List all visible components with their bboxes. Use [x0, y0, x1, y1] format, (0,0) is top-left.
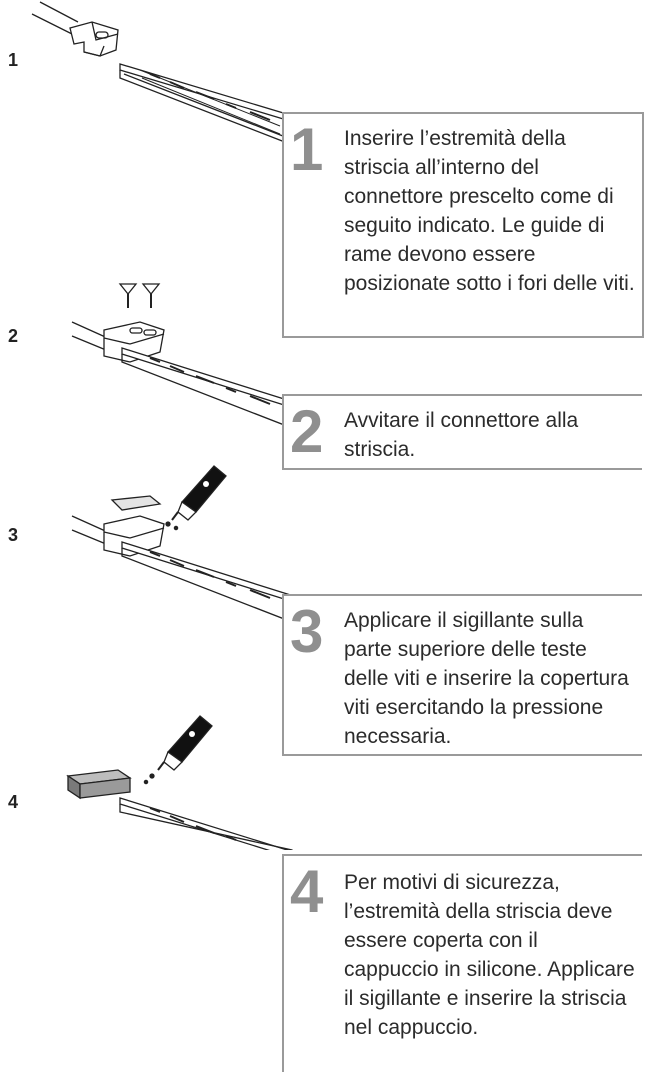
- screw-icon: [118, 283, 161, 308]
- step-3-card: 3 Applicare il sigillante sulla parte su…: [282, 594, 642, 756]
- step-4-label: 4: [8, 792, 19, 812]
- step-4-card: 4 Per motivi di sicurezza, l’estremità d…: [282, 854, 642, 1072]
- step-4-text: Per motivi di sicurezza, l’estremità del…: [344, 871, 635, 1039]
- silicone-cap-icon: [66, 769, 132, 800]
- step-2-card: 2 Avvitare il connettore alla striscia.: [282, 394, 642, 470]
- step-2-label: 2: [8, 326, 19, 346]
- step-3-label: 3: [8, 525, 19, 545]
- step-2-number: 2: [290, 398, 324, 465]
- step-2-text: Avvitare il connettore alla striscia.: [344, 409, 579, 461]
- step-3-number: 3: [290, 598, 324, 665]
- step-3-illustration: [71, 465, 301, 623]
- step-1-illustration: [31, 1, 301, 145]
- step-1-card: 1 Inserire l’estremità della striscia al…: [282, 112, 644, 338]
- step-3-text: Applicare il sigillante sulla parte supe…: [344, 609, 629, 748]
- step-1-text: Inserire l’estremità della striscia all’…: [344, 127, 635, 295]
- step-1-number: 1: [290, 116, 324, 183]
- sealant-tube-icon: [143, 715, 213, 785]
- step-4-illustration: [66, 715, 293, 850]
- sealant-tube-icon: [165, 465, 227, 531]
- step-1-label: 1: [8, 50, 19, 70]
- step-4-number: 4: [290, 858, 324, 925]
